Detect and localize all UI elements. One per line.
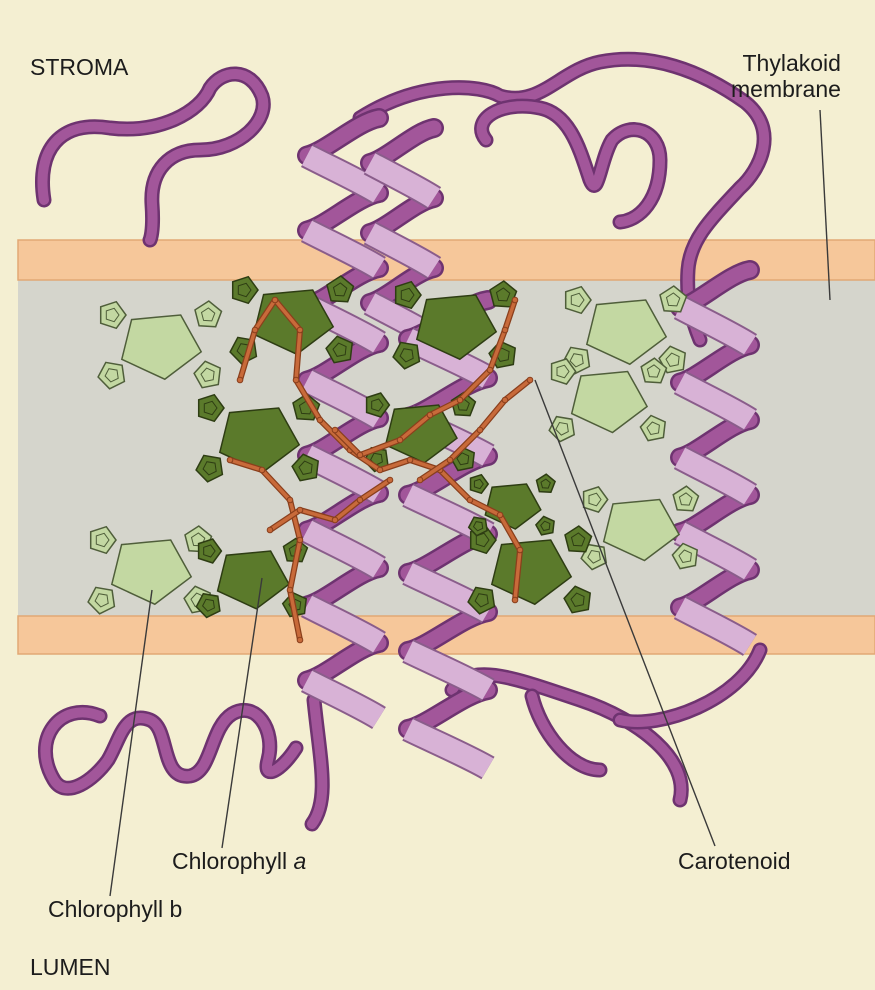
- stroma-label: STROMA: [30, 54, 128, 80]
- chlorophyll-a-italic: a: [293, 848, 306, 874]
- thylakoid-label-line2: membrane: [731, 76, 841, 102]
- carotenoid-atom: [332, 517, 338, 523]
- chlorophyll-b-label: Chlorophyll b: [48, 896, 182, 922]
- carotenoid-atom: [297, 327, 303, 333]
- carotenoid-atom: [397, 437, 403, 443]
- carotenoid-label: Carotenoid: [678, 848, 791, 874]
- carotenoid-atom: [457, 397, 463, 403]
- carotenoid-atom: [287, 587, 293, 593]
- thylakoid-label-line1: Thylakoid: [731, 50, 841, 76]
- carotenoid-atom: [517, 547, 523, 553]
- carotenoid-atom: [497, 512, 503, 518]
- chlorophyll-a-text: Chlorophyll: [172, 848, 293, 874]
- carotenoid-atom: [267, 527, 273, 533]
- carotenoid-atom: [259, 467, 265, 473]
- carotenoid-atom: [272, 297, 278, 303]
- carotenoid-atom: [297, 507, 303, 513]
- carotenoid-atom: [512, 597, 518, 603]
- carotenoid-atom: [377, 467, 383, 473]
- chlorophyll-a-label: Chlorophyll a: [172, 848, 306, 874]
- carotenoid-atom: [447, 457, 453, 463]
- carotenoid-atom: [512, 297, 518, 303]
- lumen-label: LUMEN: [30, 954, 111, 980]
- carotenoid-atom: [237, 377, 243, 383]
- carotenoid-atom: [527, 377, 533, 383]
- carotenoid-atom: [427, 412, 433, 418]
- carotenoid-atom: [357, 452, 363, 458]
- carotenoid-atom: [487, 367, 493, 373]
- carotenoid-atom: [407, 457, 413, 463]
- carotenoid-atom: [293, 377, 299, 383]
- carotenoid-atom: [417, 477, 423, 483]
- carotenoid-atom: [332, 427, 338, 433]
- protein-loop: [42, 74, 263, 240]
- carotenoid-atom: [297, 537, 303, 543]
- protein-loop: [620, 650, 760, 722]
- carotenoid-atom: [252, 327, 258, 333]
- thylakoid-membrane-label: Thylakoid membrane: [731, 50, 841, 103]
- carotenoid-atom: [297, 637, 303, 643]
- carotenoid-atom: [467, 497, 473, 503]
- carotenoid-atom: [317, 417, 323, 423]
- carotenoid-atom: [287, 497, 293, 503]
- carotenoid-atom: [502, 327, 508, 333]
- carotenoid-atom: [387, 477, 393, 483]
- carotenoid-atom: [502, 397, 508, 403]
- carotenoid-atom: [477, 427, 483, 433]
- carotenoid-atom: [357, 497, 363, 503]
- carotenoid-atom: [227, 457, 233, 463]
